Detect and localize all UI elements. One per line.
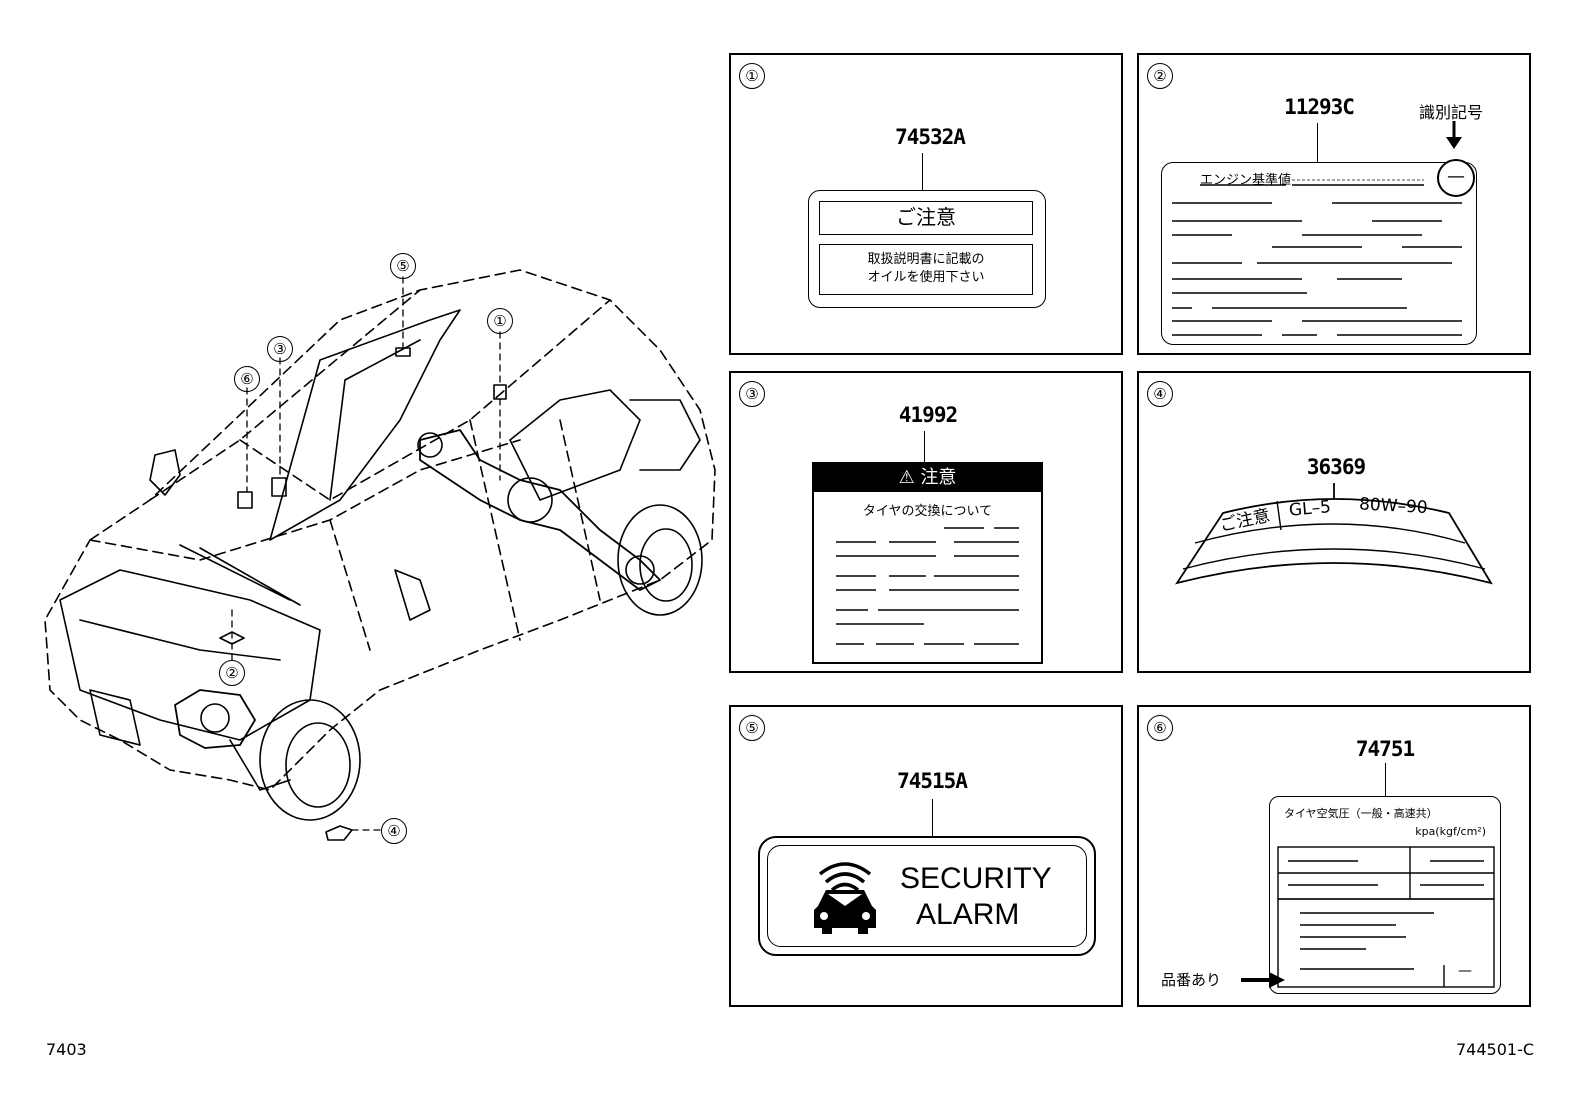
security-text: SECURITY: [900, 862, 1052, 895]
panel-number: ⑥: [1147, 715, 1173, 741]
label-heading: エンジン基準値: [1200, 173, 1292, 188]
callout-6: ⑥: [234, 366, 260, 392]
panel-number: ④: [1147, 381, 1173, 407]
sticker-3: [271, 477, 287, 497]
diagram-code-right: 744501-C: [1456, 1040, 1535, 1059]
callout-1: ①: [487, 308, 513, 334]
rear-wheel: [617, 504, 703, 616]
side-line: [329, 419, 601, 651]
gear-oil-label: ご注意 GL–5 80W–90: [1174, 483, 1493, 585]
part-number-pointer-label: 品番あり: [1161, 971, 1222, 989]
windshield: [269, 309, 461, 541]
callout-5: ⑤: [390, 253, 416, 279]
diagram-code-left: 7403: [46, 1040, 87, 1059]
panel-4: ④ 36369 ご注意 GL–5 80W–90: [1137, 371, 1531, 673]
label-line-1: 取扱説明書に記載の: [867, 252, 985, 267]
part-code: 74532A: [895, 125, 966, 149]
oil-caution-label: ご注意 取扱説明書に記載の オイルを使用下さい: [808, 190, 1046, 308]
panel-1: ① 74532A ご注意 取扱説明書に記載の オイルを使用下さい: [729, 53, 1123, 355]
panel-number: ②: [1147, 63, 1173, 89]
label-unit: kpa(kgf/cm²): [1415, 825, 1486, 838]
sticker-4: [325, 825, 353, 841]
side-window: [509, 389, 641, 501]
panel-5: ⑤ 74515A SECURITY ALARM: [729, 705, 1123, 1007]
sticker-2: [219, 631, 245, 645]
panel-2: ② 11293C 識別記号 エンジン基準値: [1137, 53, 1531, 355]
label-title: ご注意: [896, 205, 956, 229]
identification-mark-label: 識別記号: [1419, 103, 1484, 122]
label-line-2: オイルを使用下さい: [867, 270, 985, 285]
part-code: 74751: [1355, 737, 1415, 761]
part-code: 41992: [898, 403, 958, 427]
engine-spec-label: エンジン基準値: [1161, 162, 1477, 345]
callout-4: ④: [381, 818, 407, 844]
panel-number: ③: [739, 381, 765, 407]
front-wheel: [259, 699, 361, 821]
sticker-6: [237, 491, 253, 509]
spec-viscosity: 80W–90: [1359, 494, 1429, 518]
arrow-down-icon: [1446, 121, 1462, 149]
spec-grade: GL–5: [1288, 497, 1332, 521]
part-number-mark: —: [1458, 963, 1472, 979]
front-differential: [174, 689, 256, 749]
panel-6: ⑥ 74751 タイヤ空気圧（一般・高速共） kpa(kgf/cm²) — 品番…: [1137, 705, 1531, 1007]
part-code: 11293C: [1284, 95, 1355, 119]
body-outline: [44, 269, 716, 791]
rear-axle: [419, 429, 661, 591]
tire-caution-label: ⚠ 注意 タイヤの交換について: [812, 462, 1043, 664]
identification-mark-circle: —: [1437, 159, 1475, 197]
part-code: 74515A: [897, 769, 968, 793]
vehicle-diagram: [44, 269, 716, 841]
side-mirror: [149, 449, 181, 496]
alarm-text: ALARM: [916, 898, 1020, 931]
arrow-right-icon: [1241, 972, 1285, 988]
tire-pressure-label: タイヤ空気圧（一般・高速共） kpa(kgf/cm²) —: [1269, 796, 1501, 994]
panel-number: ⑤: [739, 715, 765, 741]
caution-banner: ⚠ 注意: [814, 464, 1041, 492]
panel-number: ①: [739, 63, 765, 89]
panel-3: ③ 41992 ⚠ 注意 タイヤの交換について: [729, 371, 1123, 673]
label-title: タイヤ空気圧（一般・高速共）: [1284, 807, 1438, 820]
part-code: 36369: [1306, 455, 1366, 479]
roof-line: [149, 289, 611, 501]
car-alarm-icon: [814, 862, 876, 934]
callout-2: ②: [219, 660, 245, 686]
label-subtitle: タイヤの交換について: [862, 504, 993, 519]
callout-3: ③: [267, 336, 293, 362]
security-alarm-label: SECURITY ALARM: [758, 836, 1096, 956]
